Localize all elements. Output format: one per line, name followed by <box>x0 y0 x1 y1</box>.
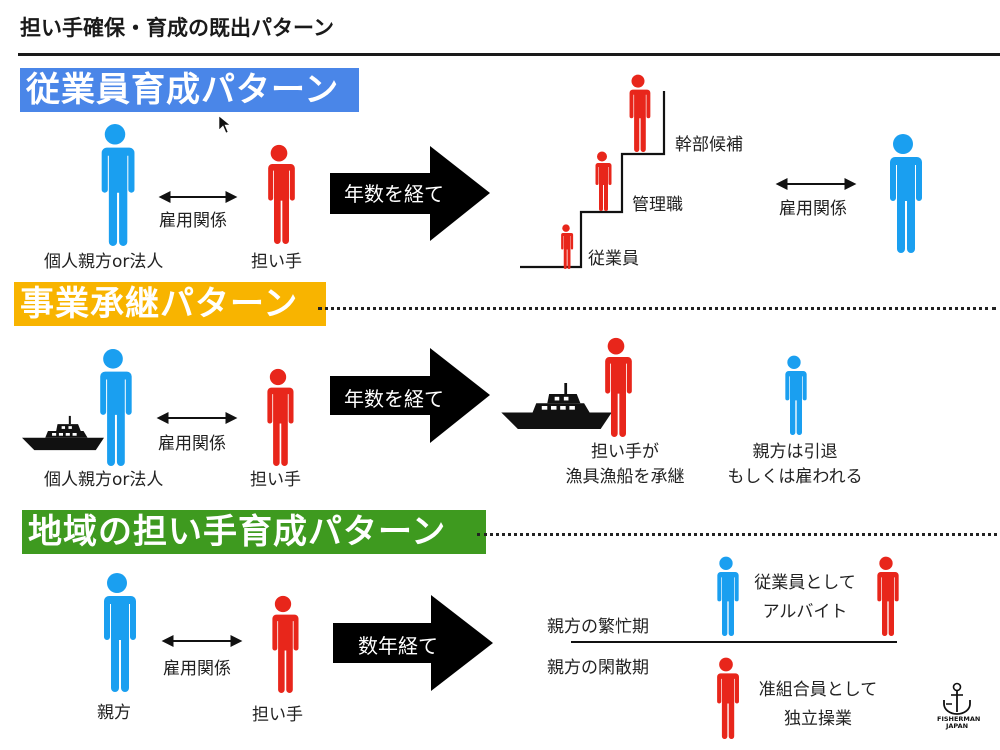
person-icon-successor-after <box>597 337 635 437</box>
person-icon-manager <box>591 151 613 211</box>
parent-result: 親方は引退 もしくは雇われる <box>727 442 863 487</box>
right-person-label: 担い手 <box>252 705 303 725</box>
double-arrow-icon <box>775 178 857 190</box>
person-icon-successor-busy <box>871 556 901 636</box>
big-arrow-icon <box>333 595 493 691</box>
double-arrow-icon <box>156 412 238 424</box>
busy-period-label: 親方の繁忙期 <box>547 617 649 637</box>
person-icon-successor <box>264 595 302 693</box>
banner-business-succession: 事業承継パターン <box>14 282 326 326</box>
right-person-label: 担い手 <box>250 470 301 490</box>
logo-line1: FISHERMAN <box>937 715 981 723</box>
arrow-label: 年数を経て <box>344 387 444 411</box>
big-arrow-icon <box>330 348 490 443</box>
big-arrow-icon <box>330 146 490 241</box>
page-title: 担い手確保・育成の既出パターン <box>20 16 334 40</box>
step-label-manager: 管理職 <box>632 195 683 215</box>
successor-result: 担い手が 漁具漁船を承継 <box>565 442 685 487</box>
right-person-label: 担い手 <box>251 252 302 272</box>
person-icon-successor-off <box>711 657 741 739</box>
double-arrow-icon <box>158 191 238 203</box>
arrow-label: 数年経て <box>358 634 438 658</box>
off-period-label: 親方の閑散期 <box>547 658 649 678</box>
left-person-label: 親方 <box>97 703 131 723</box>
person-icon-parent-after <box>779 355 809 435</box>
boat-icon <box>22 413 104 453</box>
double-arrow-icon <box>161 635 243 647</box>
off-result: 准組合員として 独立操業 <box>758 680 878 729</box>
person-icon-parent-after <box>881 133 925 253</box>
arrow-label: 年数を経て <box>344 182 444 206</box>
banner-regional-training: 地域の担い手育成パターン <box>22 510 486 554</box>
step-label-executive: 幹部候補 <box>675 135 743 155</box>
person-icon-parent-busy <box>711 556 741 636</box>
person-icon-parent <box>95 572 139 692</box>
relation-label: 雇用関係 <box>158 434 226 454</box>
person-icon-executive <box>623 74 653 152</box>
stairs-diagram <box>520 91 666 269</box>
person-icon-successor <box>260 144 298 244</box>
person-icon-employee <box>557 224 575 269</box>
title-divider <box>18 53 1000 56</box>
relation-label: 雇用関係 <box>159 211 227 231</box>
left-person-label: 個人親方or法人 <box>44 470 164 490</box>
period-divider <box>571 641 897 643</box>
relation-label: 雇用関係 <box>163 659 231 679</box>
anchor-icon <box>943 682 971 715</box>
step-label-employee: 従業員 <box>588 249 639 269</box>
left-person-label: 個人親方or法人 <box>44 252 164 272</box>
mouse-pointer-icon <box>218 115 231 134</box>
person-icon-successor <box>259 368 297 466</box>
after-relation-label: 雇用関係 <box>779 199 847 219</box>
dotted-divider <box>477 533 997 536</box>
banner-employee-training: 従業員育成パターン <box>20 68 359 112</box>
person-icon-parent <box>93 123 137 246</box>
fisherman-japan-logo: FISHERMAN JAPAN <box>937 682 981 742</box>
logo-line2: JAPAN <box>945 722 969 730</box>
busy-result: 従業員として アルバイト <box>754 573 856 622</box>
dotted-divider <box>318 307 996 310</box>
